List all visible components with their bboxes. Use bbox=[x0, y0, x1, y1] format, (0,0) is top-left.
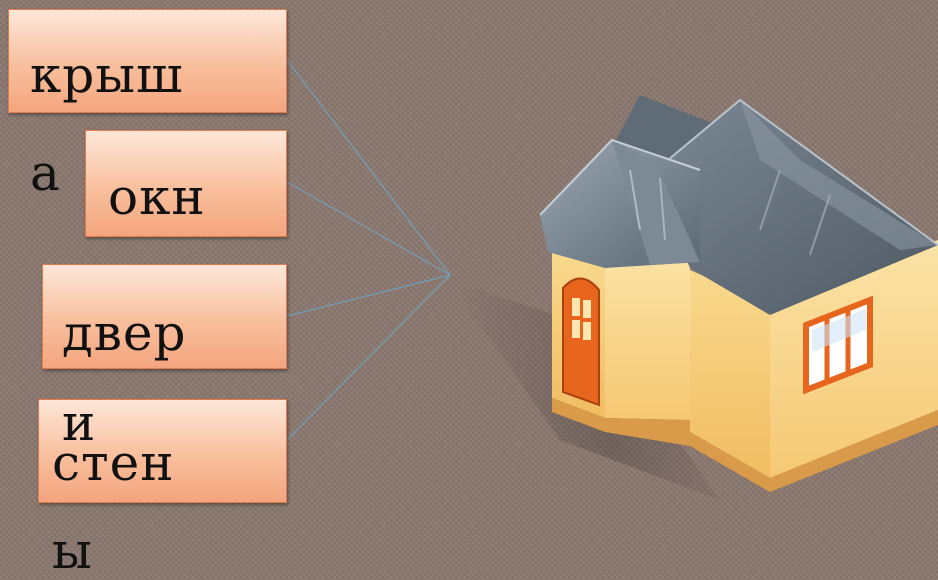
door bbox=[563, 278, 599, 405]
